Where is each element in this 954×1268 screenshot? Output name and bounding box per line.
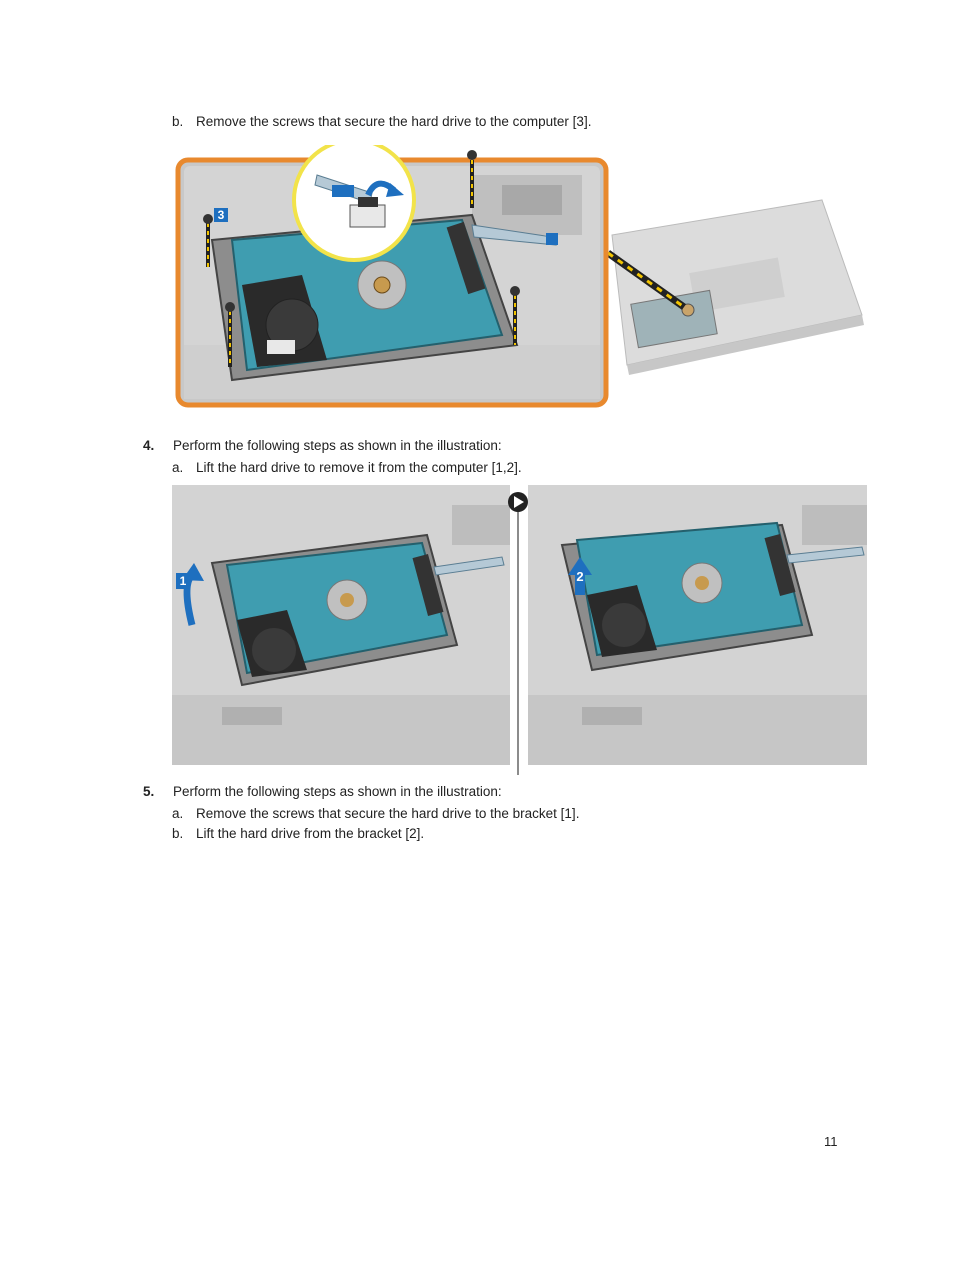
laptop-overview-illustration xyxy=(611,199,864,375)
callout-2-label: 2 xyxy=(576,569,583,584)
step5-number: 5. xyxy=(143,784,155,799)
lift-panel-before xyxy=(172,485,510,765)
connector-zoom-inset xyxy=(292,145,416,262)
callout-3-badge xyxy=(214,208,228,222)
step4-sub-a-text: Lift the hard drive to remove it from th… xyxy=(196,460,522,475)
step5-sub-b-text: Lift the hard drive from the bracket [2]… xyxy=(196,826,425,841)
lift-panel-after xyxy=(528,485,867,765)
step4-sub-a-letter: a. xyxy=(172,460,184,475)
callout-1-label: 1 xyxy=(180,574,187,588)
callout-1-badge xyxy=(176,573,190,589)
callout-3-label: 3 xyxy=(218,208,225,222)
step5-text: Perform the following steps as shown in … xyxy=(173,784,502,799)
step4-text: Perform the following steps as shown in … xyxy=(173,438,502,453)
screw-icon-left-top xyxy=(203,214,213,267)
step5-sub-a-letter: a. xyxy=(172,806,184,821)
step3-sub-b-letter: b. xyxy=(172,114,184,129)
step5-sub-a-text: Remove the screws that secure the hard d… xyxy=(196,806,580,821)
step3-sub-b-text: Remove the screws that secure the hard d… xyxy=(196,114,592,129)
step4-number: 4. xyxy=(143,438,155,453)
lift-hard-drive-figure: 1 2 xyxy=(172,485,867,775)
step5-sub-b-letter: b. xyxy=(172,826,184,841)
screw-icon-left-bottom xyxy=(225,302,235,367)
hard-drive-screws-figure: 3 xyxy=(175,145,864,408)
screw-icon-top xyxy=(467,150,477,208)
page-number: 11 xyxy=(824,1134,838,1149)
screw-icon-right xyxy=(510,286,520,345)
lift-up-arrow-icon xyxy=(568,557,592,595)
